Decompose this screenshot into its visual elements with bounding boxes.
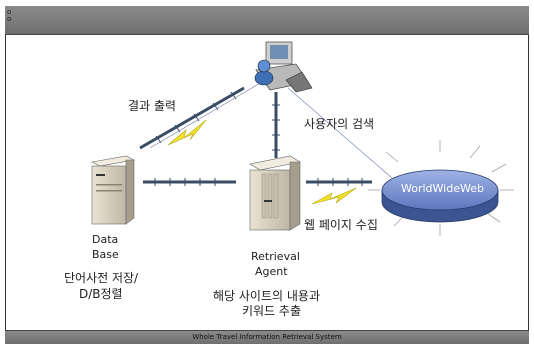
agent-label-line2: Agent [255,265,288,278]
footer-bar: Whole Travel Information Retrieval Syste… [5,330,529,344]
agent-desc-line2: 키워드 추출 [242,304,302,318]
user-search-label: 사용자의 검색 [304,117,375,131]
database-server-icon [91,155,135,225]
thin-link-user-db [149,81,263,149]
database-label-line1: Data [92,233,119,246]
footer-title: Whole Travel Information Retrieval Syste… [192,333,342,341]
link-database-agent [143,178,236,186]
database-label-line2: Base [92,248,119,261]
link-agent-web [306,178,372,186]
web-disk-icon [368,140,514,236]
title-bar [5,6,529,35]
link-user-agent [272,92,280,158]
database-desc-line2: D/B정렬 [79,287,123,301]
database-desc-line1: 단어사전 저장/ [64,271,139,285]
agent-desc-line1: 해당 사이트의 내용과 [213,289,320,303]
web-page-collect-label: 웹 페이지 수집 [304,218,378,232]
lightning-icon [167,119,207,146]
agent-server-icon [249,155,301,231]
lightning-icon [311,187,357,205]
thin-link-user-web [287,87,393,179]
web-label: WorldWideWeb [401,182,484,195]
agent-label-line1: Retrieval [251,250,300,263]
user-workstation-icon [254,41,313,93]
result-output-label: 결과 출력 [128,99,176,113]
